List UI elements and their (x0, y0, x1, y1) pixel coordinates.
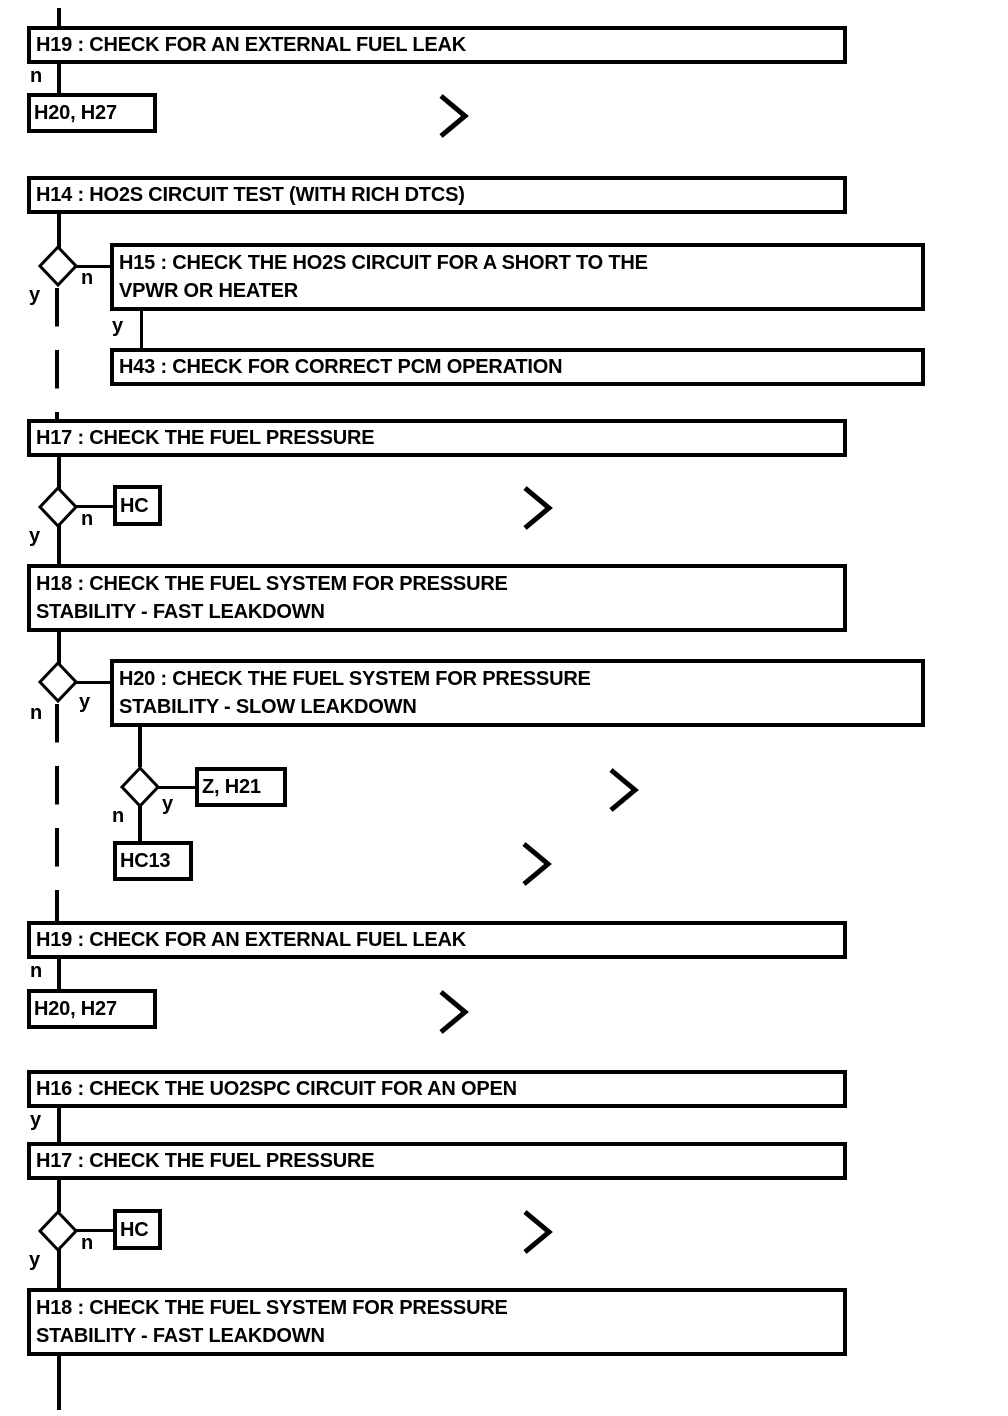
node-label: H43 : CHECK FOR CORRECT PCM OPERATION (119, 355, 563, 378)
decision-h17-bottom[interactable] (38, 1210, 78, 1252)
connector-h14-to-decision (57, 214, 61, 248)
node-h43-check-pcm-operation[interactable]: H43 : CHECK FOR CORRECT PCM OPERATION (110, 348, 925, 386)
node-ref-hc-bottom[interactable]: HC (113, 1209, 162, 1250)
connector-h16-to-h17b (57, 1108, 61, 1144)
connector-h15-yes-to-h43 (140, 311, 143, 351)
node-ref-hc13[interactable]: HC13 (113, 841, 193, 881)
chevron-right-icon (437, 92, 477, 140)
node-h17-check-fuel-pressure-top[interactable]: H17 : CHECK THE FUEL PRESSURE (27, 419, 847, 457)
connector-h17a-no-to-hc (76, 505, 116, 508)
branch-label-y: y (29, 525, 41, 547)
branch-label-y: y (30, 1109, 42, 1131)
node-h19-check-external-fuel-leak-top[interactable]: H19 : CHECK FOR AN EXTERNAL FUEL LEAK (27, 26, 847, 64)
chevron-right-icon (520, 840, 560, 888)
node-label: H17 : CHECK THE FUEL PRESSURE (36, 426, 375, 449)
decision-h17-top[interactable] (38, 486, 78, 528)
node-h15-check-ho2s-short[interactable]: H15 : CHECK THE HO2S CIRCUIT FOR A SHORT… (110, 243, 925, 311)
node-label: H20 : CHECK THE FUEL SYSTEM FOR PRESSURE… (119, 667, 591, 718)
node-h16-check-uo2spc-circuit-open[interactable]: H16 : CHECK THE UO2SPC CIRCUIT FOR AN OP… (27, 1070, 847, 1108)
node-h17-check-fuel-pressure-bottom[interactable]: H17 : CHECK THE FUEL PRESSURE (27, 1142, 847, 1180)
node-h19-check-external-fuel-leak-bottom[interactable]: H19 : CHECK FOR AN EXTERNAL FUEL LEAK (27, 921, 847, 959)
branch-label-n: n (30, 65, 43, 87)
node-h18-fast-leakdown-bottom[interactable]: H18 : CHECK THE FUEL SYSTEM FOR PRESSURE… (27, 1288, 847, 1356)
connector-h19a-to-h20h27 (57, 64, 61, 95)
node-ref-h20-h27-top[interactable]: H20, H27 (27, 93, 157, 133)
branch-label-n: n (30, 960, 43, 982)
trunk-dashed-h18a-to-h19b (55, 704, 59, 922)
decision-h14[interactable] (38, 245, 78, 287)
branch-label-n: n (30, 702, 43, 724)
node-label: Z, H21 (202, 776, 261, 798)
connector-h17b-yes-to-h18b (57, 1248, 61, 1290)
branch-label-y: y (79, 691, 91, 713)
chevron-right-icon (521, 1208, 561, 1256)
connector-h14-no-to-h15 (76, 265, 114, 268)
node-label: H17 : CHECK THE FUEL PRESSURE (36, 1149, 375, 1172)
connector-h20-no-to-hc13 (138, 805, 142, 843)
connector-h17a-to-decision (57, 457, 61, 489)
branch-label-n: n (112, 805, 125, 827)
branch-label-n: n (81, 1232, 94, 1254)
node-label: HC13 (120, 850, 171, 872)
branch-label-y: y (162, 793, 174, 815)
node-label: H18 : CHECK THE FUEL SYSTEM FOR PRESSURE… (36, 572, 508, 623)
chevron-right-icon (607, 766, 647, 814)
trunk-dashed-h14-to-h17 (55, 288, 59, 420)
decision-h18-top[interactable] (38, 661, 78, 703)
connector-h20-to-decision (138, 727, 142, 767)
node-h20-slow-leakdown[interactable]: H20 : CHECK THE FUEL SYSTEM FOR PRESSURE… (110, 659, 925, 727)
connector-into-h19a (57, 8, 61, 30)
connector-h19b-to-h20h27 (57, 959, 61, 991)
connector-h18a-yes-to-h20 (76, 681, 114, 684)
node-label: HC (120, 1218, 149, 1241)
node-label: H20, H27 (34, 998, 117, 1020)
branch-label-y: y (29, 1249, 41, 1271)
branch-label-y: y (29, 284, 41, 306)
connector-h18b-continues (57, 1356, 61, 1410)
node-ref-z-h21[interactable]: Z, H21 (195, 767, 287, 807)
node-ref-hc-top[interactable]: HC (113, 485, 162, 526)
connector-h20-yes-to-zh21 (158, 786, 198, 789)
connector-h17b-no-to-hc (76, 1229, 116, 1232)
node-label: H18 : CHECK THE FUEL SYSTEM FOR PRESSURE… (36, 1296, 508, 1347)
branch-label-n: n (81, 508, 94, 530)
node-label: HC (120, 494, 149, 517)
node-ref-h20-h27-bottom[interactable]: H20, H27 (27, 989, 157, 1029)
connector-h17a-yes-to-h18a (57, 524, 61, 566)
node-h18-fast-leakdown-top[interactable]: H18 : CHECK THE FUEL SYSTEM FOR PRESSURE… (27, 564, 847, 632)
branch-label-y: y (112, 315, 124, 337)
decision-h20[interactable] (120, 766, 160, 808)
node-label: H14 : HO2S CIRCUIT TEST (WITH RICH DTCS) (36, 183, 465, 206)
node-label: H20, H27 (34, 102, 117, 124)
chevron-right-icon (437, 988, 477, 1036)
node-label: H19 : CHECK FOR AN EXTERNAL FUEL LEAK (36, 33, 467, 56)
connector-h17b-to-decision (57, 1180, 61, 1212)
node-label: H15 : CHECK THE HO2S CIRCUIT FOR A SHORT… (119, 251, 648, 302)
connector-h18a-to-decision (57, 632, 61, 664)
node-h14-ho2s-circuit-test[interactable]: H14 : HO2S CIRCUIT TEST (WITH RICH DTCS) (27, 176, 847, 214)
node-label: H16 : CHECK THE UO2SPC CIRCUIT FOR AN OP… (36, 1077, 517, 1100)
chevron-right-icon (521, 484, 561, 532)
branch-label-n: n (81, 267, 94, 289)
node-label: H19 : CHECK FOR AN EXTERNAL FUEL LEAK (36, 928, 467, 951)
